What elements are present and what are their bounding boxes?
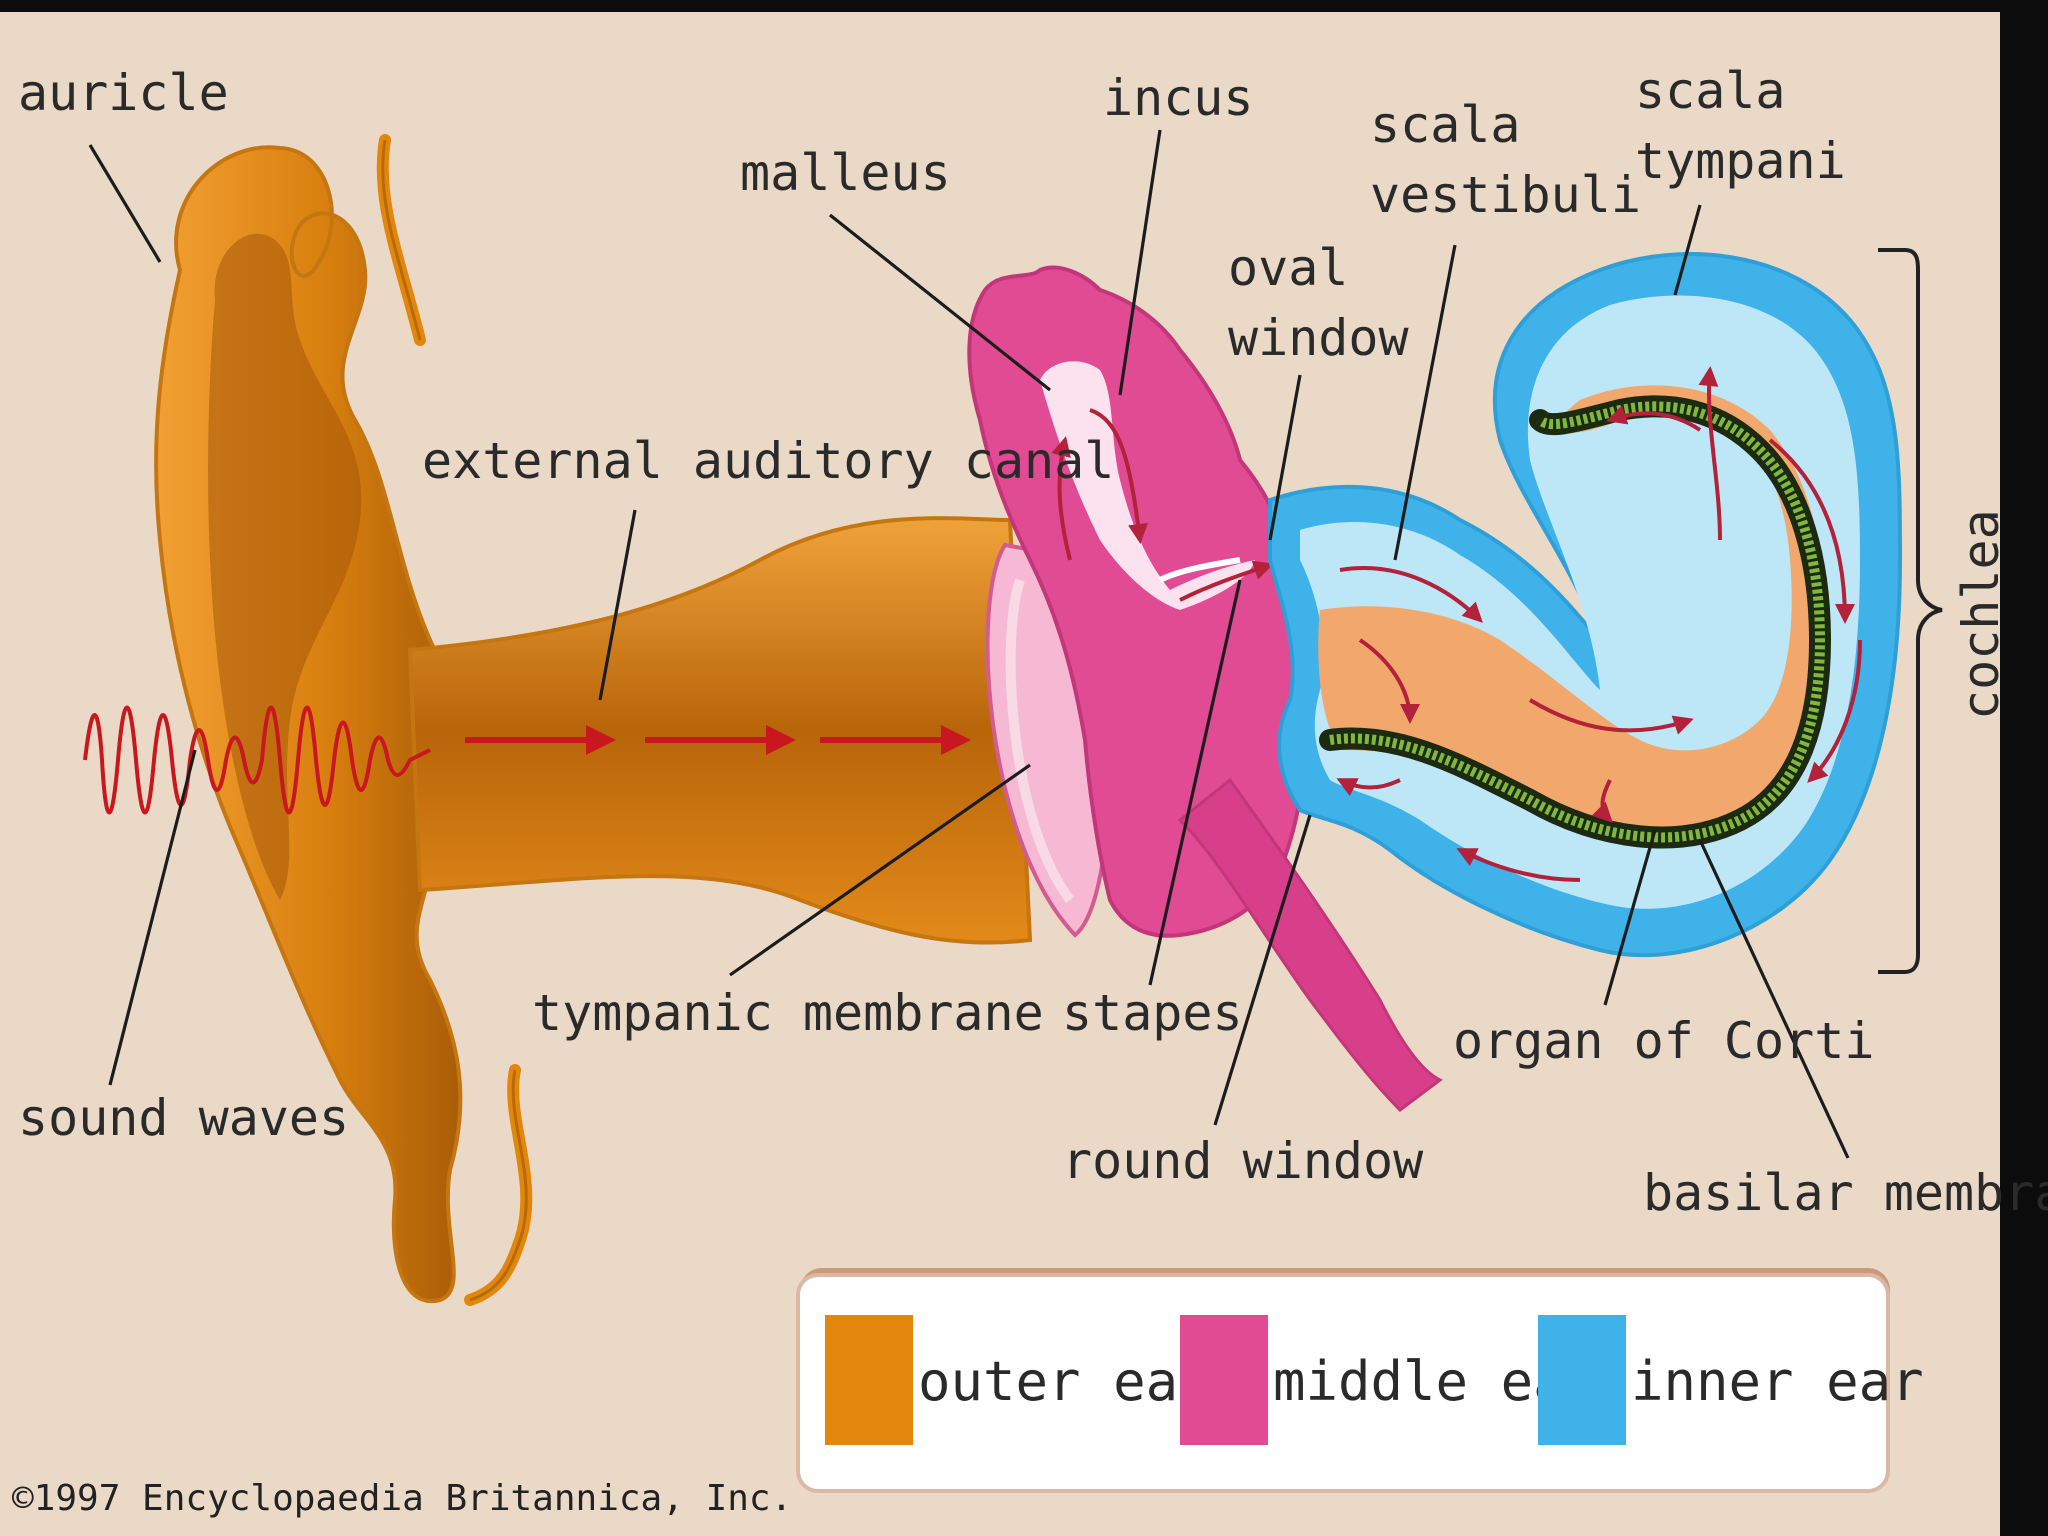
- concha-shading: [208, 233, 362, 901]
- label-external-auditory-canal: external auditory canal: [422, 432, 1114, 490]
- sound-waves-graphic: [83, 705, 431, 815]
- label-malleus: malleus: [740, 144, 951, 202]
- label-scala-tympani-line1: scala: [1635, 62, 1786, 120]
- legend-label-outer-ear: outer ear: [918, 1350, 1211, 1413]
- label-tympanic-membrane: tympanic membrane: [532, 984, 1044, 1042]
- outer-ear: [154, 134, 1033, 1306]
- legend-label-inner-ear: inner ear: [1631, 1350, 1924, 1413]
- legend-swatch-inner-ear: [1538, 1315, 1626, 1445]
- label-stapes: stapes: [1062, 984, 1243, 1042]
- label-scala-vestibuli-line2: vestibuli: [1370, 166, 1641, 224]
- cochlea-bracket: [1878, 248, 1943, 974]
- label-oval-window-line1: oval: [1228, 239, 1348, 297]
- inner-ear: [1268, 252, 1903, 958]
- label-auricle: auricle: [18, 64, 229, 122]
- copyright-notice: ©1997 Encyclopaedia Britannica, Inc.: [12, 1478, 792, 1519]
- malleus-incus-highlight: [1040, 361, 1255, 610]
- leader-lines: [88, 129, 1850, 1159]
- label-sound-waves: sound waves: [18, 1089, 349, 1147]
- label-scala-tympani-line2: tympani: [1635, 132, 1846, 190]
- legend-swatch-middle-ear: [1180, 1315, 1268, 1445]
- label-scala-vestibuli-line1: scala: [1370, 96, 1521, 154]
- label-oval-window-line2: window: [1228, 309, 1410, 367]
- label-basilar-membrane: basilar membrane: [1643, 1164, 2048, 1222]
- ossicles-shape: [967, 265, 1306, 938]
- label-organ-of-corti: organ of Corti: [1453, 1012, 1874, 1070]
- eustachian-tube: [1177, 777, 1443, 1112]
- legend-swatch-outer-ear: [825, 1315, 913, 1445]
- label-incus: incus: [1103, 69, 1254, 127]
- scala-fill: [1318, 385, 1824, 846]
- label-round-window: round window: [1062, 1132, 1424, 1190]
- legend: outer ear middle ear inner ear: [796, 1268, 1924, 1493]
- middle-ear: [967, 265, 1443, 1112]
- label-cochlea: cochlea: [1952, 509, 2010, 720]
